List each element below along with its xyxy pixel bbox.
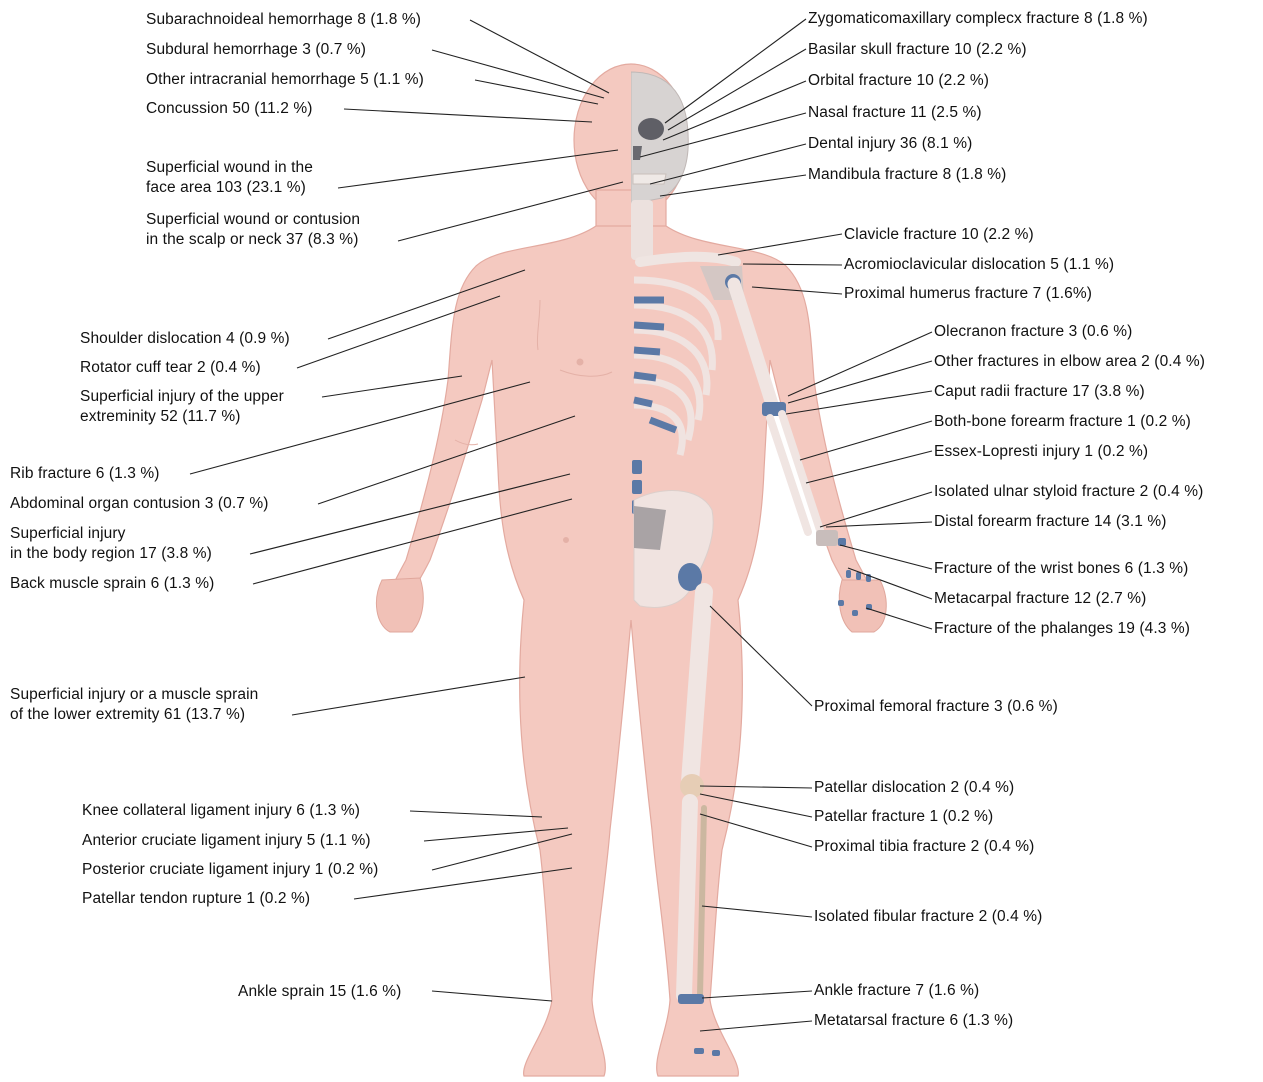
clavicle-bone xyxy=(640,257,736,262)
label-upper-extremity-line2: extreminity 52 (11.7 %) xyxy=(80,407,284,427)
label-body-region: Superficial injury in the body region 17… xyxy=(10,524,212,564)
label-orbital: Orbital fracture 10 (2.2 %) xyxy=(808,71,989,91)
label-rotator-cuff: Rotator cuff tear 2 (0.4 %) xyxy=(80,358,261,378)
label-acromioclavicular: Acromioclavicular dislocation 5 (1.1 %) xyxy=(844,255,1114,275)
label-scalp-wound-line1: Superficial wound or contusion xyxy=(146,210,360,230)
orbit xyxy=(638,118,664,140)
label-acl: Anterior cruciate ligament injury 5 (1.1… xyxy=(82,831,371,851)
label-scalp-wound: Superficial wound or contusion in the sc… xyxy=(146,210,360,250)
label-essex: Essex-Lopresti injury 1 (0.2 %) xyxy=(934,442,1148,462)
label-patellar-fracture: Patellar fracture 1 (0.2 %) xyxy=(814,807,993,827)
label-upper-extremity-line1: Superficial injury of the upper xyxy=(80,387,284,407)
label-scalp-wound-line2: in the scalp or neck 37 (8.3 %) xyxy=(146,230,360,250)
teeth xyxy=(633,174,666,184)
label-caput-radii: Caput radii fracture 17 (3.8 %) xyxy=(934,382,1145,402)
label-distal-forearm: Distal forearm fracture 14 (3.1 %) xyxy=(934,512,1167,532)
label-shoulder-dislocation: Shoulder dislocation 4 (0.9 %) xyxy=(80,329,290,349)
label-nasal: Nasal fracture 11 (2.5 %) xyxy=(808,103,982,123)
label-metacarpal: Metacarpal fracture 12 (2.7 %) xyxy=(934,589,1146,609)
label-proximal-femoral: Proximal femoral fracture 3 (0.6 %) xyxy=(814,697,1058,717)
label-face-wound-line2: face area 103 (23.1 %) xyxy=(146,178,313,198)
label-basilar: Basilar skull fracture 10 (2.2 %) xyxy=(808,40,1027,60)
label-both-bone: Both-bone forearm fracture 1 (0.2 %) xyxy=(934,412,1191,432)
label-ankle-fracture: Ankle fracture 7 (1.6 %) xyxy=(814,981,979,1001)
label-elbow-other: Other fractures in elbow area 2 (0.4 %) xyxy=(934,352,1205,372)
label-lower-extremity-line2: of the lower extremity 61 (13.7 %) xyxy=(10,705,258,725)
label-lower-extremity-line1: Superficial injury or a muscle sprain xyxy=(10,685,258,705)
label-proximal-tibia: Proximal tibia fracture 2 (0.4 %) xyxy=(814,837,1034,857)
label-abdominal: Abdominal organ contusion 3 (0.7 %) xyxy=(10,494,269,514)
label-patellar-dislocation: Patellar dislocation 2 (0.4 %) xyxy=(814,778,1014,798)
label-face-wound: Superficial wound in the face area 103 (… xyxy=(146,158,313,198)
label-lower-extremity: Superficial injury or a muscle sprain of… xyxy=(10,685,258,725)
label-phalanges: Fracture of the phalanges 19 (4.3 %) xyxy=(934,619,1190,639)
label-clavicle: Clavicle fracture 10 (2.2 %) xyxy=(844,225,1034,245)
fibula xyxy=(700,808,704,996)
torso xyxy=(382,226,880,1076)
right-hand xyxy=(839,580,886,632)
label-patellar-tendon: Patellar tendon rupture 1 (0.2 %) xyxy=(82,889,310,909)
label-other-intracranial: Other intracranial hemorrhage 5 (1.1 %) xyxy=(146,70,424,90)
label-knee-collateral: Knee collateral ligament injury 6 (1.3 %… xyxy=(82,801,360,821)
label-metatarsal: Metatarsal fracture 6 (1.3 %) xyxy=(814,1011,1013,1031)
label-ulnar-styloid: Isolated ulnar styloid fracture 2 (0.4 %… xyxy=(934,482,1203,502)
label-subarachnoid: Subarachnoideal hemorrhage 8 (1.8 %) xyxy=(146,10,421,30)
label-subdural: Subdural hemorrhage 3 (0.7 %) xyxy=(146,40,366,60)
left-hand xyxy=(376,578,423,632)
label-rib-fracture: Rib fracture 6 (1.3 %) xyxy=(10,464,160,484)
label-face-wound-line1: Superficial wound in the xyxy=(146,158,313,178)
label-olecranon: Olecranon fracture 3 (0.6 %) xyxy=(934,322,1132,342)
label-body-region-line1: Superficial injury xyxy=(10,524,212,544)
ankle-marker xyxy=(678,994,704,1004)
label-fibular: Isolated fibular fracture 2 (0.4 %) xyxy=(814,907,1042,927)
label-body-region-line2: in the body region 17 (3.8 %) xyxy=(10,544,212,564)
label-ankle-sprain: Ankle sprain 15 (1.6 %) xyxy=(238,982,401,1002)
label-mandibula: Mandibula fracture 8 (1.8 %) xyxy=(808,165,1006,185)
label-back-sprain: Back muscle sprain 6 (1.3 %) xyxy=(10,574,214,594)
label-proximal-humerus: Proximal humerus fracture 7 (1.6%) xyxy=(844,284,1092,304)
label-zygomatic: Zygomaticomaxillary complecx fracture 8 … xyxy=(808,9,1148,29)
label-dental: Dental injury 36 (8.1 %) xyxy=(808,134,972,154)
tibia xyxy=(684,802,690,995)
label-pcl: Posterior cruciate ligament injury 1 (0.… xyxy=(82,860,378,880)
label-upper-extremity: Superficial injury of the upper extremin… xyxy=(80,387,284,427)
label-concussion: Concussion 50 (11.2 %) xyxy=(146,99,312,119)
label-wrist-bones: Fracture of the wrist bones 6 (1.3 %) xyxy=(934,559,1188,579)
